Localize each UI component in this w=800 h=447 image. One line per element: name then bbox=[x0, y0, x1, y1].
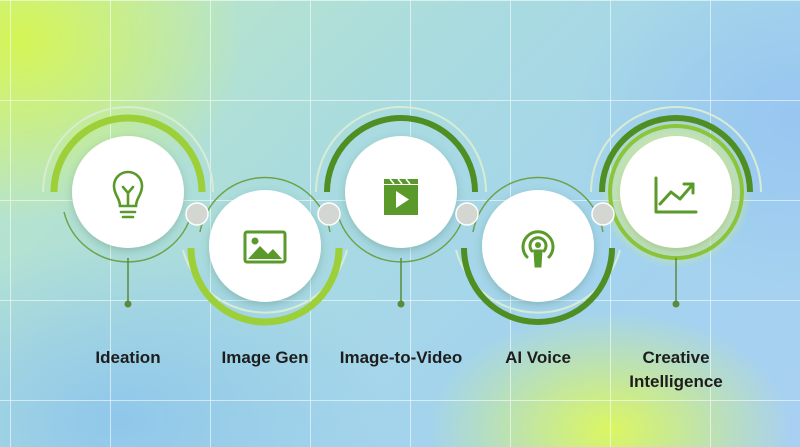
stage-ai-voice bbox=[455, 176, 621, 325]
stage-image-to-video bbox=[315, 106, 487, 308]
top-arc bbox=[324, 115, 478, 193]
top-arc bbox=[599, 115, 753, 193]
node-circle bbox=[620, 136, 732, 248]
stage-label-creative-intelligence: Creative Intelligence bbox=[629, 348, 723, 391]
stage-label-ideation: Ideation bbox=[95, 348, 161, 367]
connector-dot bbox=[455, 202, 479, 226]
node-circle bbox=[209, 190, 321, 302]
stage-label-image-gen: Image Gen bbox=[221, 348, 309, 367]
stem-dot bbox=[124, 300, 132, 308]
podcast-microphone-icon bbox=[521, 230, 555, 268]
stem-dot bbox=[397, 300, 405, 308]
outer-arc bbox=[315, 106, 487, 193]
image-icon bbox=[243, 230, 287, 264]
stage-image-gen bbox=[182, 176, 348, 326]
connector-dot bbox=[591, 202, 615, 226]
trending-chart-icon bbox=[654, 176, 698, 214]
bottom-arc bbox=[187, 247, 343, 326]
outer-arc bbox=[590, 106, 762, 193]
stage-creative-intelligence bbox=[590, 106, 762, 308]
connectors bbox=[185, 202, 615, 226]
outer-arc bbox=[42, 106, 214, 193]
bottom-arc bbox=[461, 247, 615, 325]
video-clapper-icon bbox=[384, 178, 418, 215]
stem-dot bbox=[672, 300, 680, 308]
top-arc bbox=[50, 114, 206, 193]
stage-label-ai-voice: AI Voice bbox=[505, 348, 571, 367]
connector-dot bbox=[317, 202, 341, 226]
stage-ideation bbox=[42, 106, 214, 308]
stage-label-image-to-video: Image-to-Video bbox=[339, 348, 463, 367]
connector-dot bbox=[185, 202, 209, 226]
lightbulb-icon bbox=[112, 170, 144, 219]
